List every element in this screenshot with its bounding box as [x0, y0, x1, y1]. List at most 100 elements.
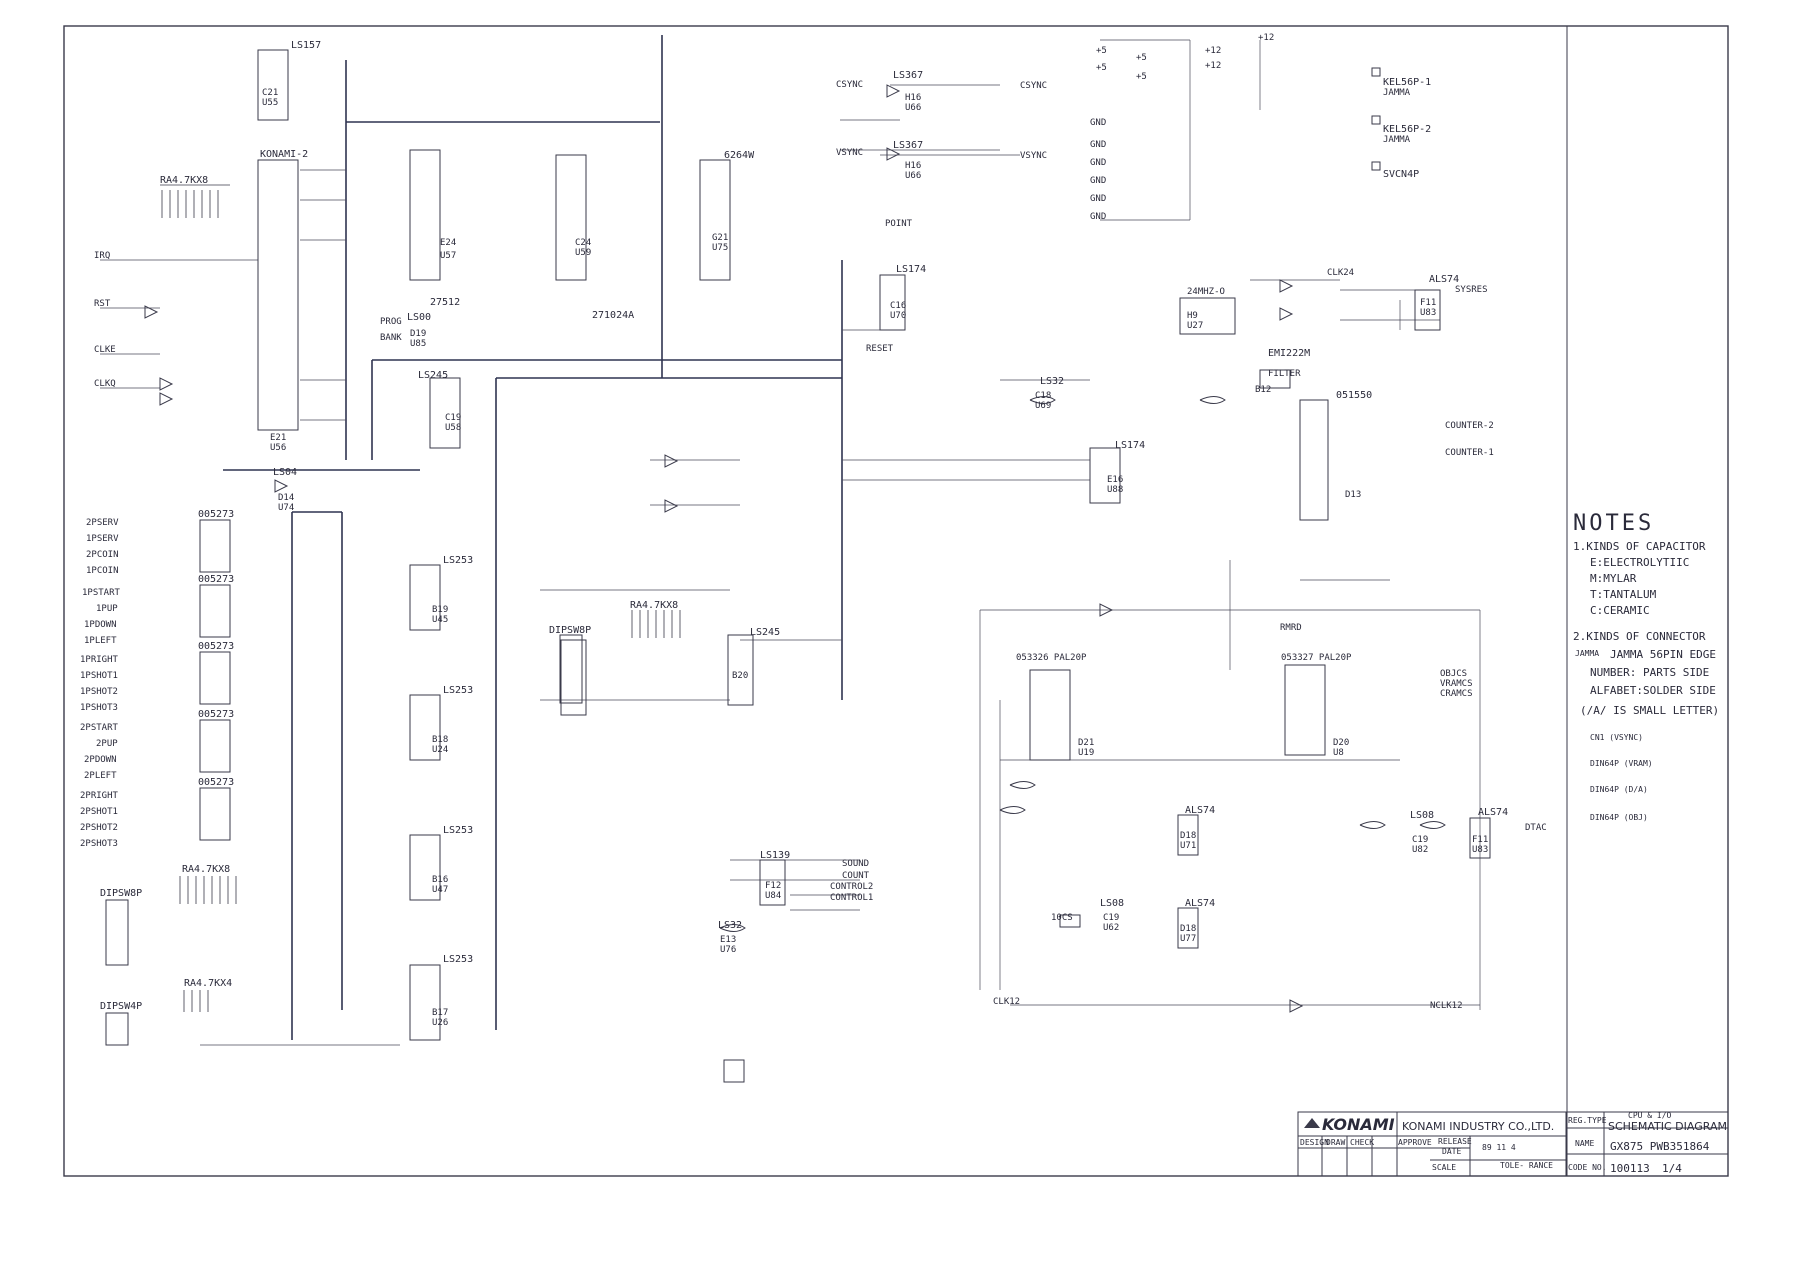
- tolerance-label: TOLE- RANCE: [1500, 1161, 1553, 1170]
- draw-label: DRAW: [1326, 1138, 1345, 1147]
- io-label-3: 005273: [198, 641, 234, 652]
- chip-konami2-ref: E21: [270, 433, 286, 443]
- chip-ls253b-pos: U24: [432, 745, 448, 755]
- input-2pshot1: 2PSHOT1: [80, 807, 118, 817]
- chip-als74b-pos: U71: [1180, 841, 1196, 851]
- connector-p5: SVCN4P: [1383, 169, 1419, 180]
- chip-ls157: LS157: [291, 40, 321, 51]
- chip-ls04a: LS04: [273, 467, 297, 478]
- release-label: RELEASE: [1438, 1137, 1472, 1146]
- label-vsync-out: VSYNC: [1020, 151, 1047, 161]
- notes-conn-symbol: JAMMA: [1575, 649, 1599, 658]
- notes-conn-1: JAMMA 56PIN EDGE: [1610, 648, 1716, 661]
- label-bank: BANK: [380, 333, 402, 343]
- title-block: [1297, 1111, 1729, 1177]
- label-nclk12: NCLK12: [1430, 1001, 1463, 1011]
- notes-cap-1: E:ELECTROLYTIIC: [1590, 556, 1689, 569]
- design-label: DESIGN: [1300, 1138, 1329, 1147]
- name-value: GX875 PWB351864: [1610, 1140, 1710, 1153]
- output-sound: SOUND: [842, 859, 869, 869]
- bus-lines: [223, 35, 843, 1040]
- chip-ls00-pos: U85: [410, 339, 426, 349]
- input-1pserv: 1PSERV: [86, 534, 119, 544]
- chip-als74d: ALS74: [1478, 807, 1508, 818]
- power-label-10: GND: [1090, 158, 1106, 168]
- label-prog: PROG: [380, 317, 402, 327]
- chip-als74a-pos: U83: [1420, 308, 1436, 318]
- chip-ls245b: LS245: [750, 627, 780, 638]
- chip-ls253d-pos: U26: [432, 1018, 448, 1028]
- label-clk12: CLK12: [993, 997, 1020, 1007]
- regtype-label: REG.TYPE: [1568, 1116, 1607, 1125]
- input-1pleft: 1PLEFT: [84, 636, 117, 646]
- dip-label-1: DIPSW8P: [549, 625, 591, 636]
- chip-ls08a-pos: U82: [1412, 845, 1428, 855]
- chip-ls174b-pos: U88: [1107, 485, 1123, 495]
- input-1pcoin: 1PCOIN: [86, 566, 119, 576]
- chip-ls157-pos: U55: [262, 98, 278, 108]
- chip-pal053326-pos: U19: [1078, 748, 1094, 758]
- input-2pshot3: 2PSHOT3: [80, 839, 118, 849]
- connectors: KEL56P-1 JAMMA KEL56P-2 JAMMA SVCN4P: [1371, 67, 1431, 180]
- input-1pright: 1PRIGHT: [80, 655, 119, 665]
- output-control1: CONTROL1: [830, 893, 873, 903]
- chip-als74d-ref: F11: [1472, 835, 1488, 845]
- io-label-4: 005273: [198, 709, 234, 720]
- label-point: POINT: [885, 219, 913, 229]
- chip-emi: EMI222M: [1268, 348, 1310, 359]
- input-2pstart: 2PSTART: [80, 723, 119, 733]
- chip-ls253c-ref: B16: [432, 875, 448, 885]
- power-label-6: +12: [1205, 61, 1221, 71]
- power-label-3: +5: [1096, 63, 1107, 73]
- chip-27512-ref: E24: [440, 238, 456, 248]
- chip-ls367b-ref: H16: [905, 161, 921, 171]
- chip-ls174a-ref: C16: [890, 301, 906, 311]
- notes-cap-2: M:MYLAR: [1590, 572, 1637, 585]
- ra-dip-labels: RA4.7KX8 RA4.7KX8 RA4.7KX8 RA4.7KX4 DIPS…: [100, 175, 678, 1012]
- chip-ls174a-pos: U70: [890, 311, 906, 321]
- diagram-title: SCHEMATIC DIAGRAM: [1608, 1120, 1727, 1133]
- chip-ls08a-ref: C19: [1412, 835, 1428, 845]
- chip-ls253c: LS253: [443, 825, 473, 836]
- output-count: COUNT: [842, 871, 870, 881]
- notes-small-3: DIN64P (D/A): [1590, 785, 1648, 794]
- chip-konami2: KONAMI-2: [260, 149, 308, 160]
- chip-ls04a-ref: D14: [278, 493, 294, 503]
- label-dtac: DTAC: [1525, 823, 1547, 833]
- misc-labels: POINT RESET FILTER SYSRES CLK24 DTAC NCL…: [94, 80, 1547, 1011]
- notes-cap-heading: 1.KINDS OF CAPACITOR: [1573, 540, 1706, 553]
- power-label-7: +12: [1258, 33, 1274, 43]
- chip-27512-pos: U57: [440, 251, 456, 261]
- chip-ls245a: LS245: [418, 370, 448, 381]
- power-label-2: +5: [1136, 53, 1147, 63]
- label-counter1: COUNTER-1: [1445, 448, 1494, 458]
- chip-271024: 271024A: [592, 310, 634, 321]
- chip-ls04a-pos: U74: [278, 503, 294, 513]
- chip-ls253d-ref: B17: [432, 1008, 448, 1018]
- chip-ls139: LS139: [760, 850, 790, 861]
- dip-label-2: DIPSW8P: [100, 888, 142, 899]
- label-10cs: 10CS: [1051, 913, 1073, 923]
- chip-als74c-pos: U77: [1180, 934, 1196, 944]
- power-label-9: GND: [1090, 140, 1106, 150]
- chip-als74d-pos: U83: [1472, 845, 1488, 855]
- check-label: CHECK: [1350, 1138, 1374, 1147]
- notes-cap-3: T:TANTALUM: [1590, 588, 1657, 601]
- chip-als74c-ref: D18: [1180, 924, 1196, 934]
- chip-ls245b-ref: B20: [732, 671, 748, 681]
- chip-als74b-ref: D18: [1180, 831, 1196, 841]
- power-label-5: +12: [1205, 46, 1221, 56]
- chip-ls253d: LS253: [443, 954, 473, 965]
- chip-ls367a-ref: H16: [905, 93, 921, 103]
- chip-als74a-ref: F11: [1420, 298, 1436, 308]
- label-rmrd: RMRD: [1280, 623, 1302, 633]
- chip-ls08b: LS08: [1100, 898, 1124, 909]
- chip-ls245a-ref: C19: [445, 413, 461, 423]
- code-label: CODE NO.: [1568, 1163, 1607, 1172]
- notes-conn-3: ALFABET:SOLDER SIDE: [1590, 684, 1716, 697]
- chip-pal053326-ref: D21: [1078, 738, 1094, 748]
- chip-051550: 051550: [1336, 390, 1372, 401]
- signal-lines: [100, 39, 1481, 1046]
- connector-p1-sub: JAMMA: [1383, 88, 1411, 98]
- io-label-5: 005273: [198, 777, 234, 788]
